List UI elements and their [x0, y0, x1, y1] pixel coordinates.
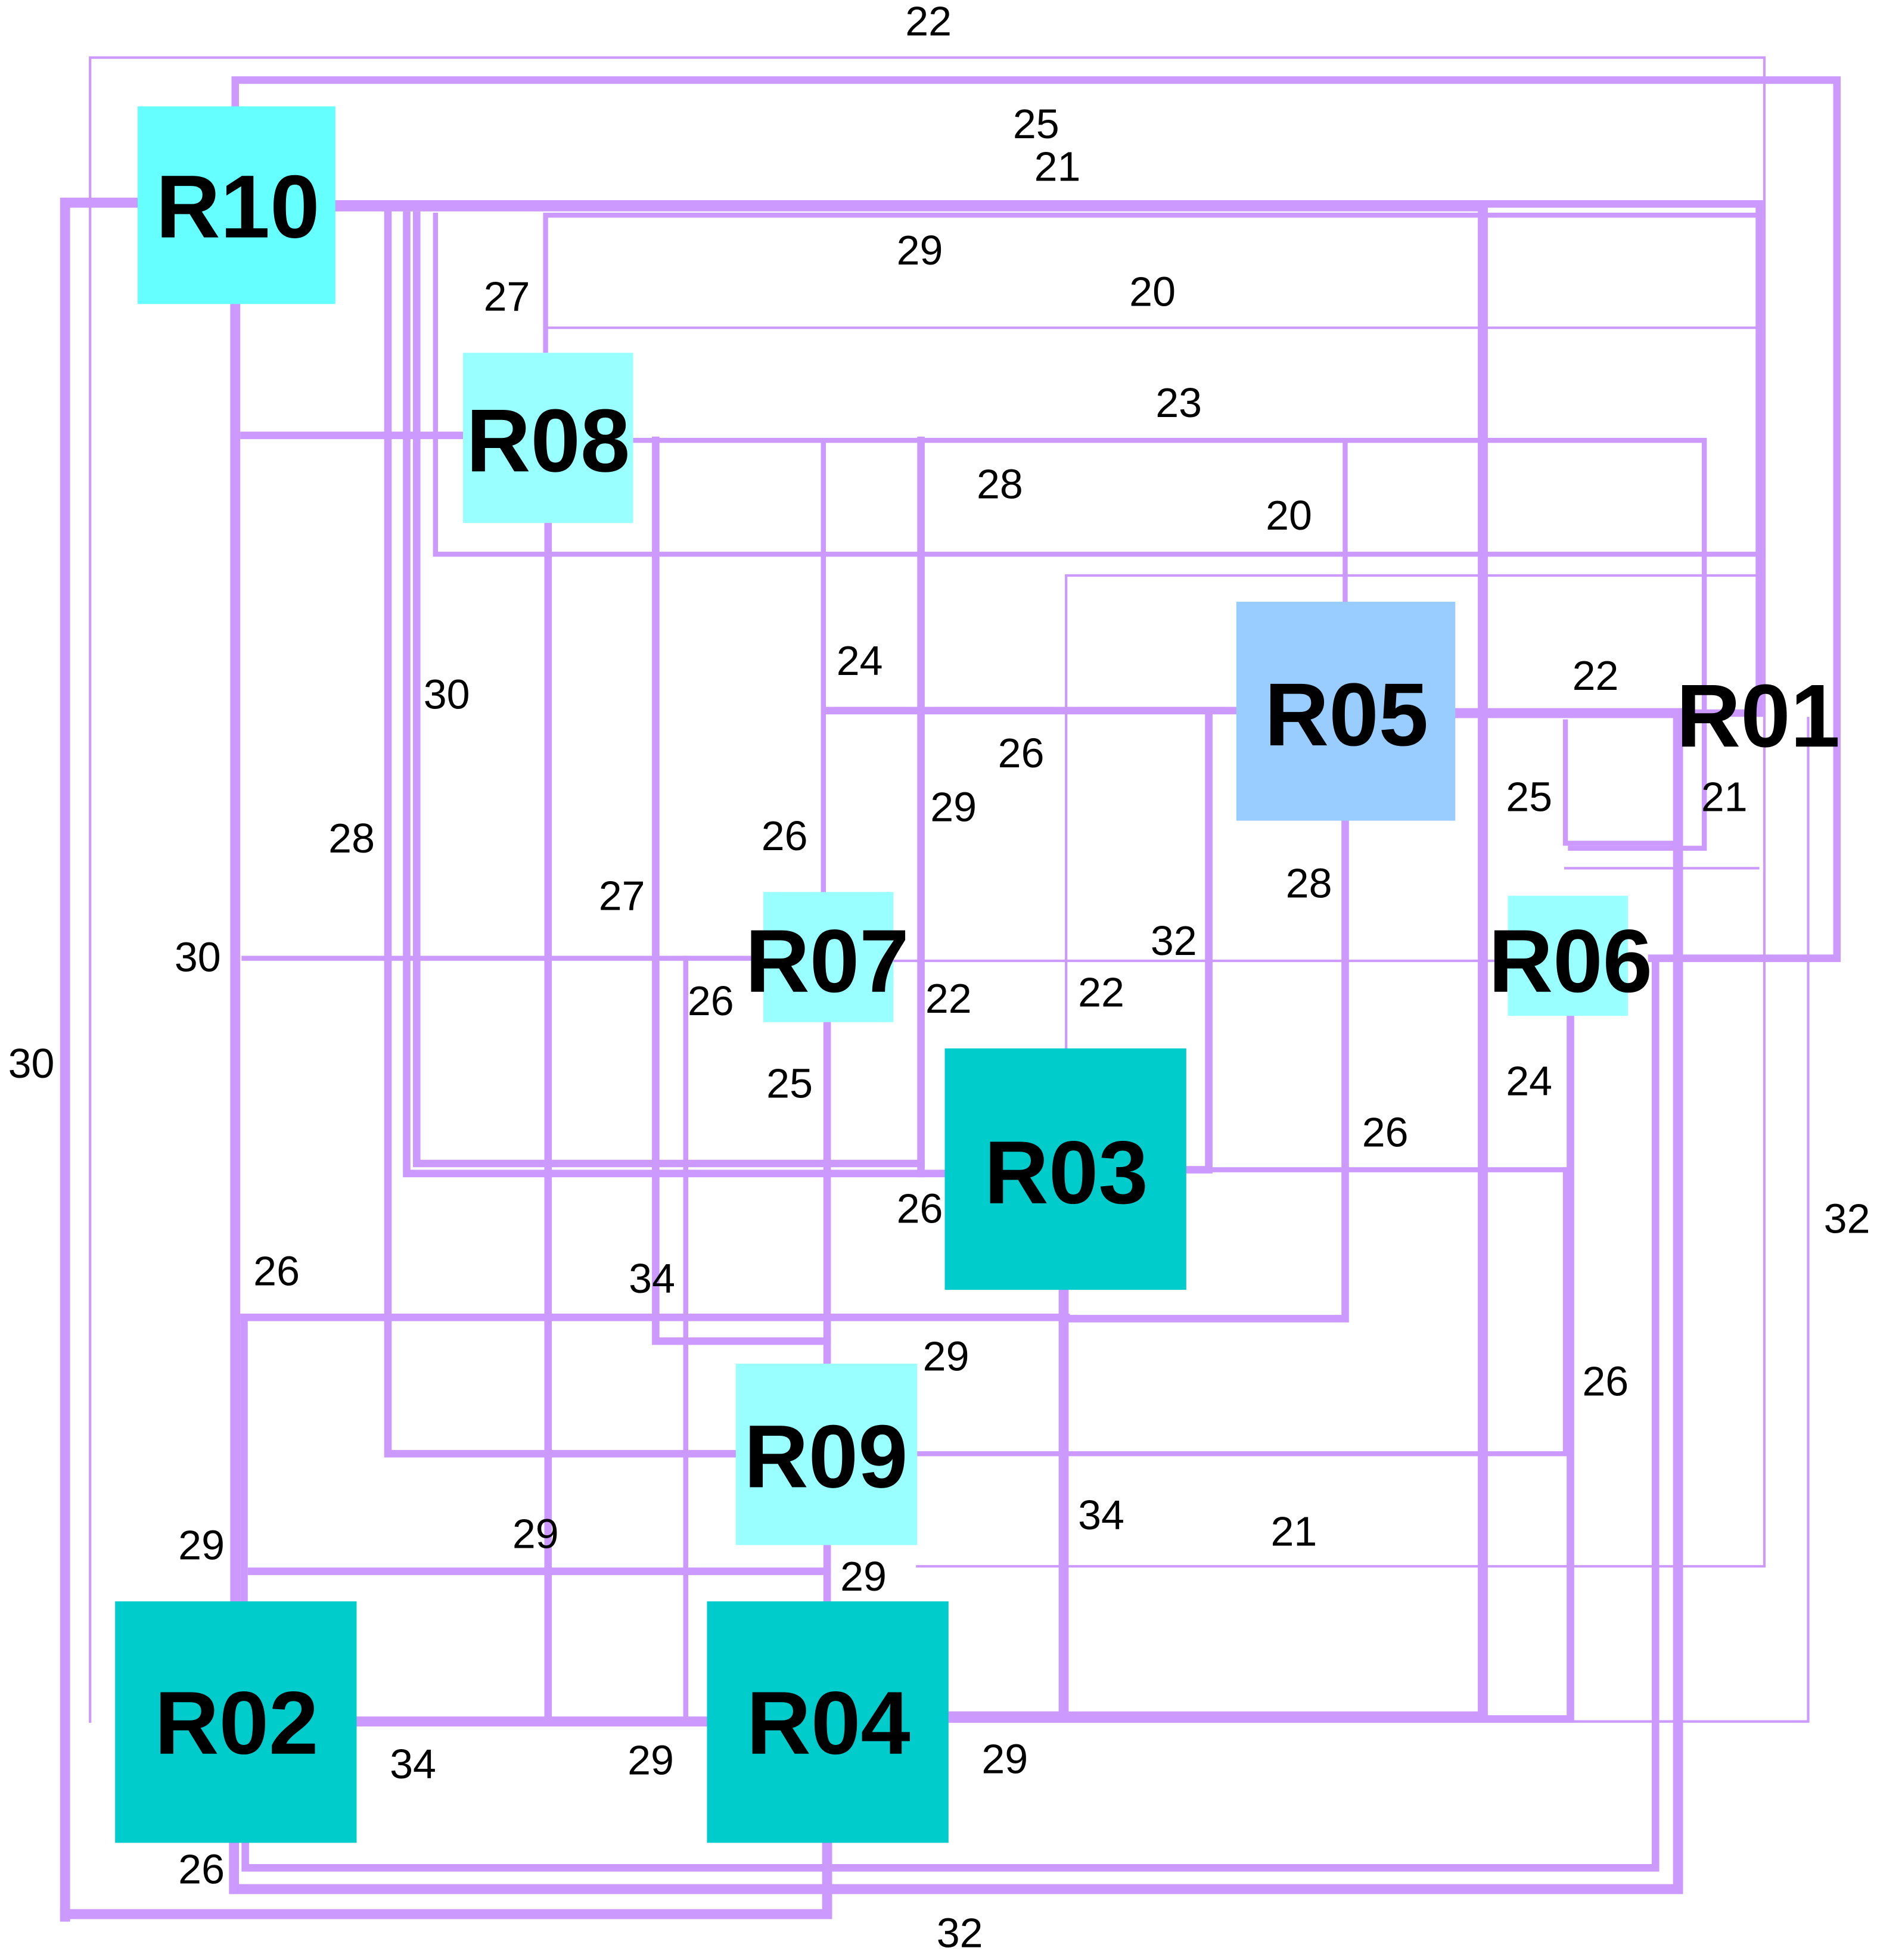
edge-weight-label-8: 28 [977, 461, 1023, 508]
edge-weight-label-1: 22 [905, 0, 952, 45]
node-r08: R08 [463, 353, 633, 523]
node-r07: R07 [745, 892, 909, 1022]
node-box-r10 [138, 106, 335, 304]
edge-line-29 [403, 211, 949, 1178]
edge-line-37 [916, 711, 1766, 1568]
edge-weight-label-20: 28 [328, 815, 375, 861]
node-box-r08 [463, 353, 633, 523]
edge-weight-label-33: 29 [923, 1333, 969, 1379]
edge-weight-label-16: 29 [930, 784, 977, 830]
edge-weight-label-11: 22 [1573, 652, 1619, 699]
node-label-r04: R04 [747, 1673, 910, 1773]
edge-weight-label-18: 26 [762, 813, 808, 859]
edge-line-21 [433, 213, 1761, 557]
edge-weight-label-17: 28 [1286, 860, 1332, 907]
node-r03: R03 [944, 1048, 1186, 1290]
edge-line-18 [229, 708, 1683, 1894]
edge-line-28 [412, 211, 925, 1168]
edge-line-43 [944, 1012, 1574, 1723]
edge-line-20 [241, 957, 1660, 1872]
node-box-r09 [735, 1364, 918, 1545]
node-r06: R06 [1488, 895, 1652, 1016]
edge-weight-label-13: 26 [998, 730, 1045, 776]
node-box-r07 [763, 892, 894, 1022]
edge-line-1 [89, 56, 1766, 1723]
edge-weight-label-34: 26 [1582, 1358, 1629, 1404]
node-box-r05 [1236, 602, 1456, 821]
node-label-r07: R07 [745, 911, 909, 1011]
edge-weight-label-37: 21 [1270, 1508, 1317, 1554]
node-r04: R04 [707, 1601, 949, 1843]
edge-weight-label-14: 21 [1701, 774, 1748, 820]
edge-weight-label-35: 29 [178, 1522, 225, 1569]
edge-weight-label-21: 26 [688, 978, 734, 1024]
edge-weight-label-42: 29 [981, 1736, 1028, 1782]
node-r09: R09 [735, 1364, 918, 1545]
edge-line-45 [60, 1837, 832, 1919]
node-label-r03: R03 [984, 1122, 1148, 1222]
edge-weight-label-15: 25 [1506, 774, 1552, 820]
node-label-r10: R10 [156, 157, 319, 257]
edge-weight-label-24: 22 [925, 975, 972, 1022]
edge-weight-label-32: 34 [629, 1255, 675, 1302]
node-label-r02: R02 [154, 1673, 318, 1773]
edge-weight-label-26: 30 [8, 1040, 55, 1087]
edge-line-14 [1065, 574, 1760, 1050]
edge-weight-label-41: 34 [390, 1741, 436, 1787]
node-label-r05: R05 [1264, 664, 1428, 764]
edge-weight-label-30: 26 [897, 1186, 943, 1232]
edge-line-44 [60, 197, 143, 1922]
node-r05: R05 [1236, 602, 1456, 821]
edge-line-34 [384, 203, 740, 1458]
edge-weight-label-3: 21 [1034, 143, 1081, 189]
edge-line-17 [1062, 817, 1349, 1323]
edge-weight-label-38: 29 [512, 1511, 559, 1557]
edge-weight-label-9: 20 [1266, 492, 1312, 539]
node-box-r03 [944, 1048, 1186, 1290]
edge-weight-label-7: 23 [1155, 379, 1202, 426]
edge-weight-label-4: 29 [897, 227, 943, 273]
edge-weight-label-22: 32 [1151, 917, 1197, 964]
edge-weight-label-23: 30 [175, 934, 221, 981]
node-box-r04 [707, 1601, 949, 1843]
edge-line-7 [630, 438, 1707, 851]
node-label-r06: R06 [1488, 911, 1652, 1011]
edge-weight-label-40: 29 [627, 1737, 674, 1784]
node-r02: R02 [115, 1601, 357, 1843]
edge-weight-label-12: 30 [424, 671, 470, 718]
edge-weight-label-29: 26 [1362, 1109, 1409, 1156]
edge-weight-label-39: 29 [840, 1553, 887, 1600]
edge-weight-label-5: 20 [1129, 268, 1176, 315]
edge-weight-label-19: 27 [599, 873, 645, 919]
edge-weight-label-25: 22 [1078, 969, 1124, 1015]
node-box-r02 [115, 1601, 357, 1843]
edge-line-22 [652, 436, 831, 1345]
edge-weight-label-10: 24 [837, 637, 883, 684]
edge-weight-label-31: 26 [253, 1248, 300, 1295]
node-label-r01: R01 [1676, 665, 1840, 766]
node-r01: R01 [1676, 665, 1840, 766]
edges [60, 56, 1841, 1922]
edge-weight-label-28: 24 [1506, 1057, 1552, 1104]
edge-line-35 [915, 1167, 1568, 1457]
node-label-r08: R08 [466, 390, 630, 490]
edge-weight-label-44: 26 [178, 1846, 225, 1892]
edge-line-5 [543, 213, 1761, 353]
edge-line-4 [330, 201, 1488, 718]
edge-weight-label-43: 32 [1824, 1195, 1870, 1242]
node-box-r06 [1508, 895, 1629, 1016]
edge-line-13 [1562, 719, 1681, 846]
node-r10: R10 [138, 106, 335, 304]
edge-weight-label-2: 25 [1013, 101, 1059, 147]
edge-weight-label-27: 25 [766, 1060, 813, 1107]
edge-weight-label-36: 34 [1078, 1492, 1124, 1538]
node-label-r09: R09 [744, 1406, 908, 1506]
edge-weight-label-6: 27 [484, 273, 530, 320]
edge-weight-label-45: 32 [937, 1910, 983, 1956]
